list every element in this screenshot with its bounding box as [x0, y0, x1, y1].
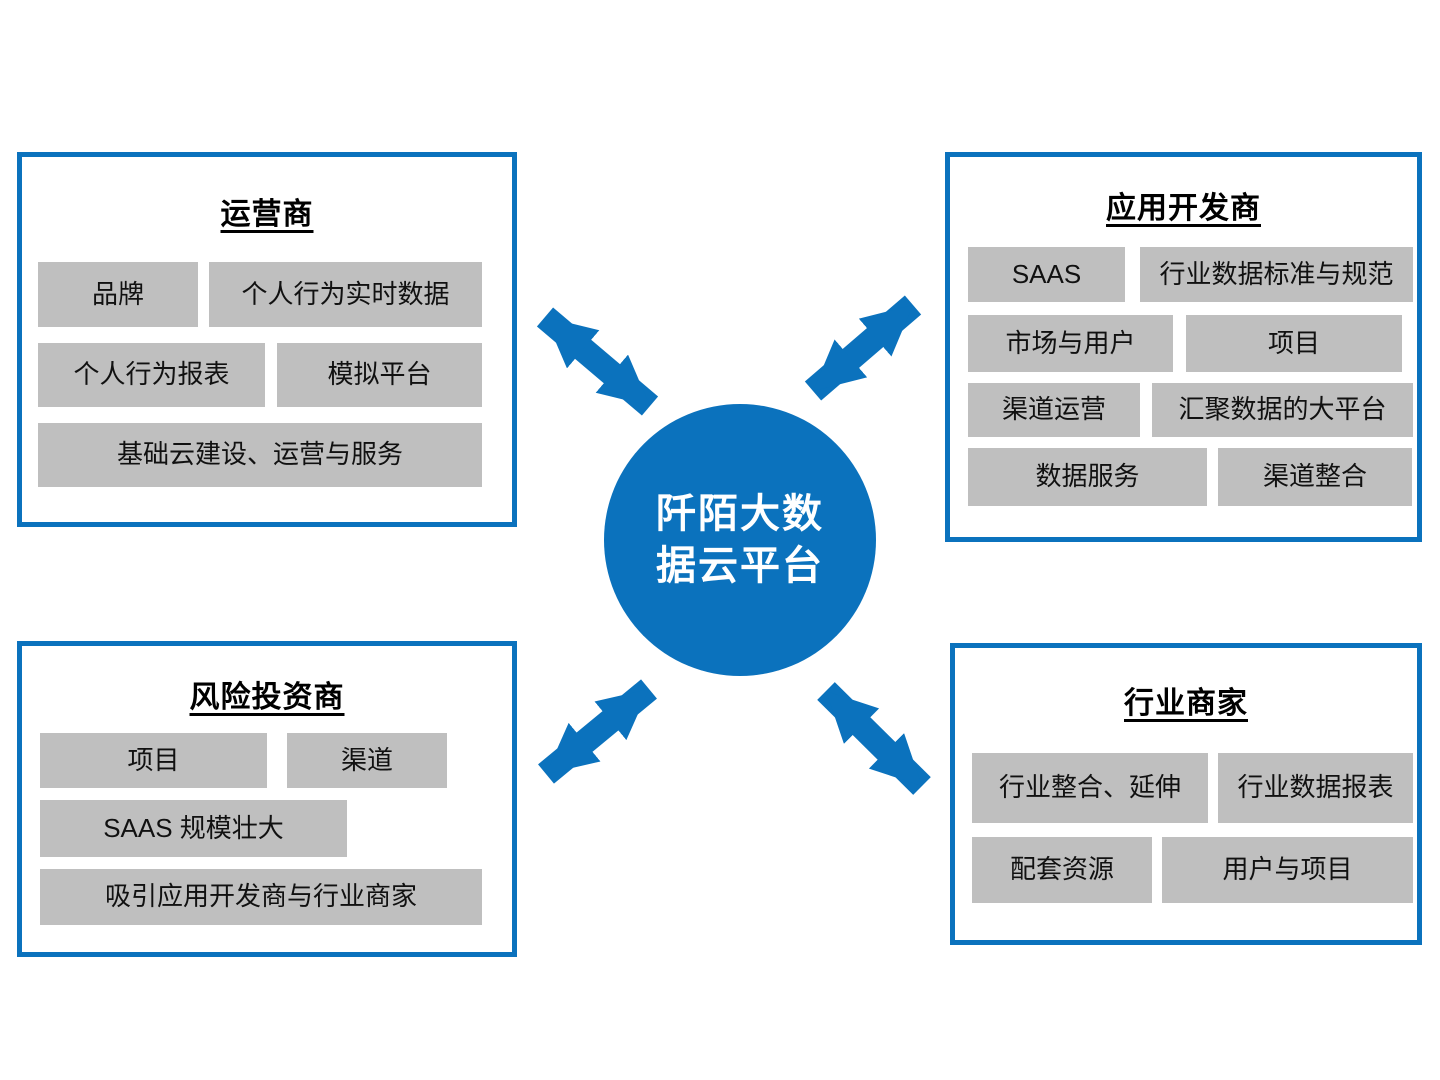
panel-venture-investors: 风险投资商 项目 渠道 SAAS 规模壮大 吸引应用开发商与行业商家 [17, 641, 517, 957]
chip-simulation-platform: 模拟平台 [277, 343, 482, 407]
chip-brand: 品牌 [38, 262, 198, 327]
chip-data-services: 数据服务 [968, 448, 1207, 506]
chip-market-and-users: 市场与用户 [968, 315, 1173, 372]
chip-personal-realtime-data: 个人行为实时数据 [209, 262, 482, 327]
chip-personal-behavior-report: 个人行为报表 [38, 343, 265, 407]
panel-industry-merchants-title: 行业商家 [1124, 687, 1248, 720]
chip-attract-developers-merchants: 吸引应用开发商与行业商家 [40, 869, 482, 925]
chip-data-aggregation-platform: 汇聚数据的大平台 [1152, 383, 1413, 437]
center-platform-line1: 阡陌大数 [656, 492, 824, 536]
chip-cloud-infrastructure: 基础云建设、运营与服务 [38, 423, 482, 487]
chip-channel-operation: 渠道运营 [968, 383, 1140, 437]
chip-saas: SAAS [968, 247, 1125, 302]
panel-app-developers-title: 应用开发商 [1106, 192, 1261, 225]
arrow-center-industry-merchants [817, 682, 931, 795]
chip-supporting-resources: 配套资源 [972, 837, 1152, 903]
arrow-center-operators [536, 307, 659, 416]
chip-saas-scale-growth: SAAS 规模壮大 [40, 800, 347, 857]
center-platform-circle: 阡陌大数 据云平台 [604, 404, 876, 676]
panel-app-developers: 应用开发商 SAAS 行业数据标准与规范 市场与用户 项目 渠道运营 汇聚数据的… [945, 152, 1422, 542]
chip-users-and-projects: 用户与项目 [1162, 837, 1413, 903]
chip-projects: 项目 [1186, 315, 1402, 372]
panel-operators-title: 运营商 [220, 198, 314, 231]
center-platform-line2: 据云平台 [656, 544, 824, 588]
arrow-center-venture-investors [538, 679, 657, 784]
arrow-center-app-developers [804, 295, 922, 401]
panel-industry-merchants: 行业商家 行业整合、延伸 行业数据报表 配套资源 用户与项目 [950, 643, 1422, 945]
chip-industry-integration-extension: 行业整合、延伸 [972, 753, 1208, 823]
chip-vc-projects: 项目 [40, 733, 267, 788]
chip-channel-integration: 渠道整合 [1218, 448, 1412, 506]
chip-industry-data-reports: 行业数据报表 [1218, 753, 1413, 823]
chip-vc-channels: 渠道 [287, 733, 447, 788]
panel-operators: 运营商 品牌 个人行为实时数据 个人行为报表 模拟平台 基础云建设、运营与服务 [17, 152, 517, 527]
chip-industry-data-standards: 行业数据标准与规范 [1140, 247, 1413, 302]
panel-venture-investors-title: 风险投资商 [189, 681, 345, 714]
